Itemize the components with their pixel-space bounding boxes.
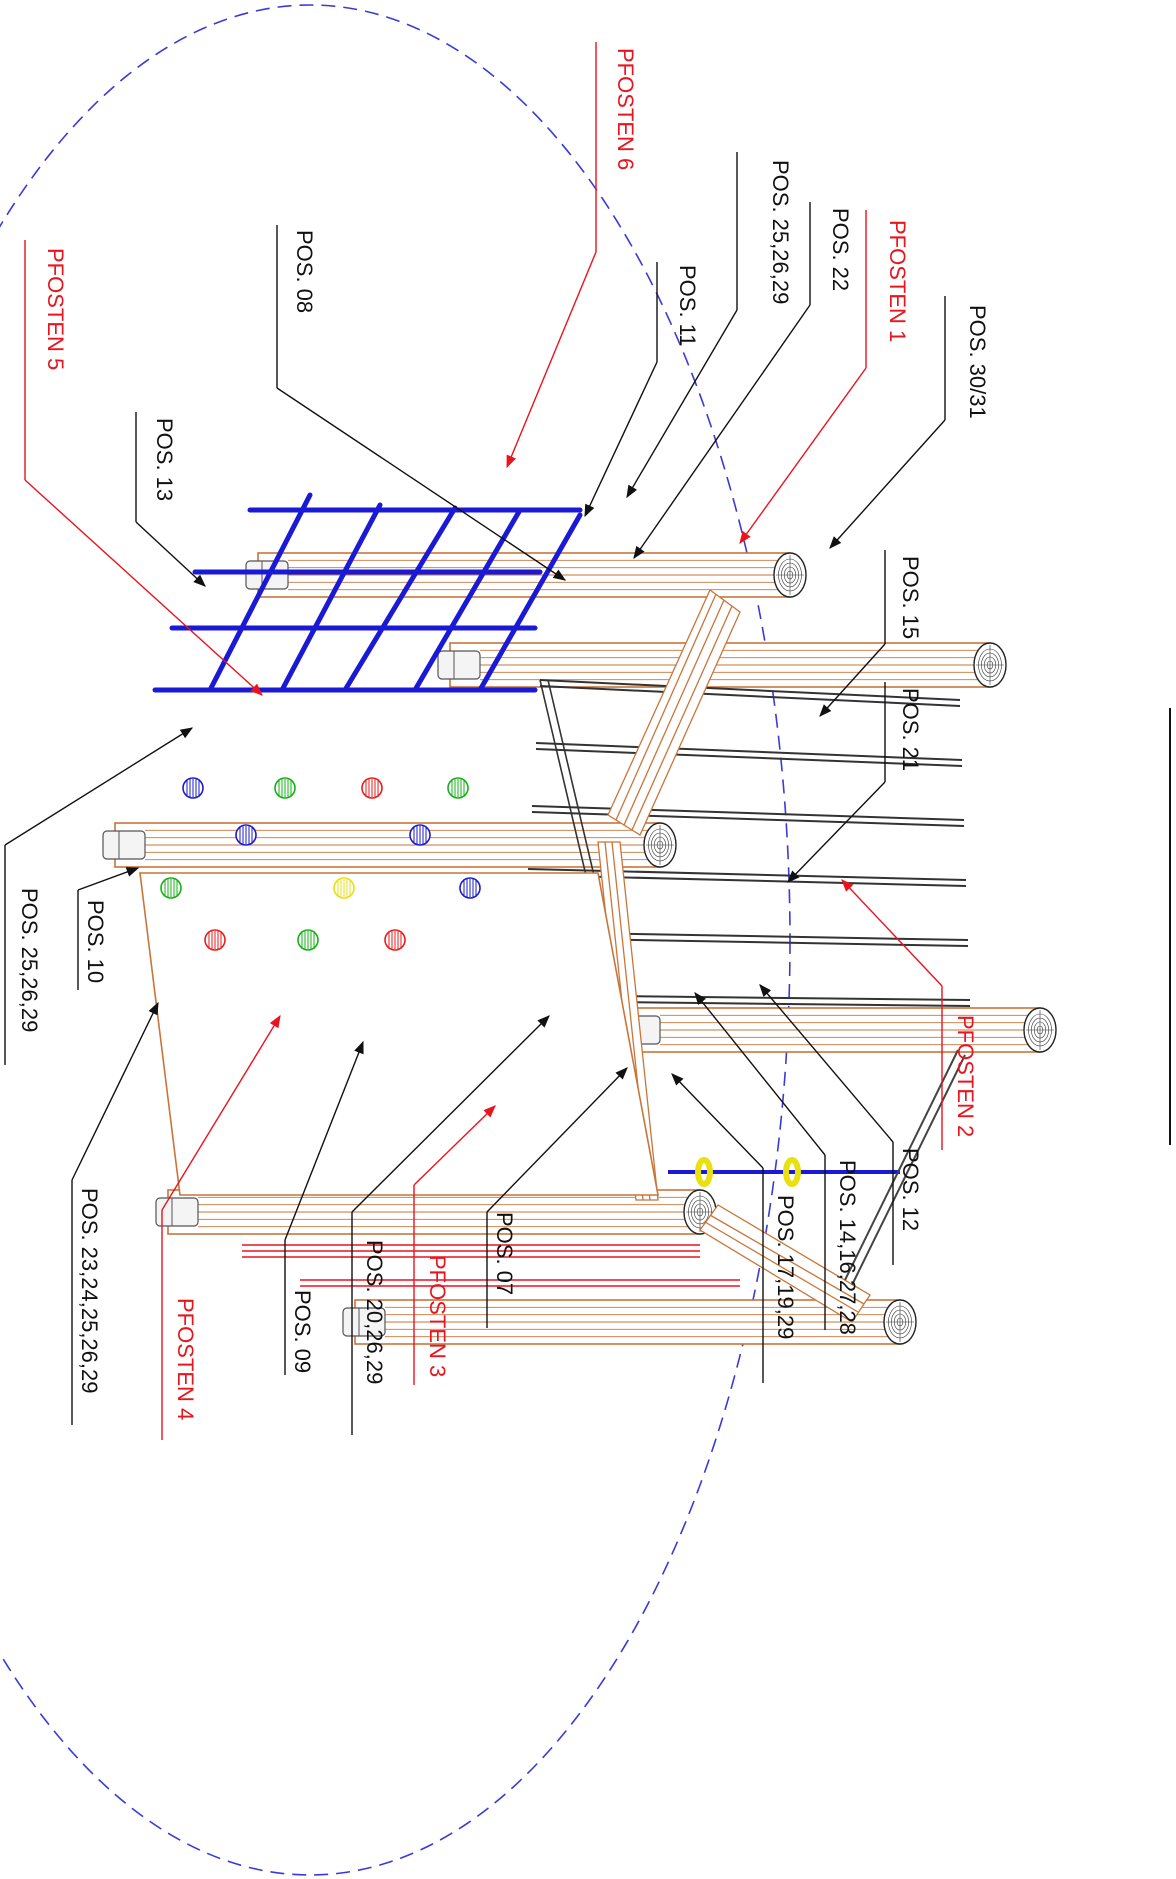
callout-pos-21: POS. 21 (787, 682, 923, 883)
climbing-hold (182, 777, 204, 799)
red-rails (242, 1244, 740, 1287)
ring-yellow (783, 1157, 801, 1187)
callout-pos-20-26-29: POS. 20,26,29 (351, 1015, 550, 1435)
callout-label: POS. 09 (290, 1290, 315, 1373)
callout-label: PFOSTEN 6 (613, 48, 638, 170)
net-rope (412, 507, 523, 693)
climbing-hold (361, 777, 383, 799)
callout-pos-07: POS. 07 (486, 1067, 628, 1328)
callout-pos-11: POS. 11 (584, 262, 700, 518)
callout-label: POS. 25,26,29 (17, 888, 42, 1032)
callout-pos-17-19-29: POS. 17,19,29 (671, 1073, 798, 1383)
post-6 (245, 552, 807, 598)
callout-label: POS. 13 (152, 418, 177, 501)
callout-label: PFOSTEN 3 (425, 1255, 450, 1377)
callout-pos-23-24-25-26-29: POS. 23,24,25,26,29 (71, 1001, 159, 1425)
climbing-hold (409, 824, 431, 846)
climbing-holds (160, 777, 481, 951)
climbing-hold (459, 877, 481, 899)
callout-pos-22: POS. 22 (633, 202, 853, 560)
callout-pfosten-4: PFOSTEN 4 (161, 1014, 281, 1440)
climbing-hold (160, 877, 182, 899)
callout-pfosten-6: PFOSTEN 6 (506, 42, 638, 469)
callout-pfosten-5: PFOSTEN 5 (24, 240, 263, 696)
callout-label: POS. 08 (292, 230, 317, 313)
post-end-cap (973, 642, 1007, 688)
ladder-rung (539, 679, 961, 707)
callout-label: PFOSTEN 1 (885, 220, 910, 342)
post-end-cap (883, 1299, 917, 1345)
callout-pos-25-26-29-left: POS. 25,26,29 (4, 727, 194, 1065)
callout-label: POS. 20,26,29 (362, 1240, 387, 1384)
callout-label: POS. 11 (675, 265, 700, 347)
callout-label: POS. 17,19,29 (773, 1195, 798, 1339)
callout-label: POS. 25,26,29 (768, 160, 793, 304)
post-5 (102, 822, 677, 868)
callout-pfosten-1: PFOSTEN 1 (739, 210, 910, 545)
callout-pfosten-2: PFOSTEN 2 (841, 879, 978, 1150)
callout-label: POS. 10 (83, 900, 108, 983)
callout-label: POS. 07 (492, 1212, 517, 1295)
callout-label: POS. 22 (828, 208, 853, 291)
ladder-rung (535, 742, 963, 767)
post-end-cap (643, 822, 677, 868)
safety-zone-ellipse (0, 4, 791, 1876)
post-end-cap (773, 552, 807, 598)
callout-pos-14-16-27-28: POS. 14,16,27,28 (694, 992, 860, 1335)
post-4 (155, 1189, 717, 1235)
callout-pos-30-31: POS. 30/31 (829, 296, 990, 549)
climbing-hold (447, 777, 469, 799)
callout-label: POS. 30/31 (965, 305, 990, 419)
climbing-hold (297, 929, 319, 951)
callout-label: PFOSTEN 2 (953, 1015, 978, 1137)
climbing-hold (333, 877, 355, 899)
posts (102, 552, 1057, 1345)
callout-label: POS. 23,24,25,26,29 (77, 1188, 102, 1394)
callout-label: POS. 15 (898, 556, 923, 639)
net-rope (279, 502, 383, 693)
ring-yellow (695, 1157, 713, 1187)
callout-pfosten-3: PFOSTEN 3 (413, 1105, 496, 1385)
net-rope (477, 512, 583, 693)
ladder-rung (531, 805, 965, 827)
net-rope (207, 492, 313, 693)
callout-pos-25-26-29-top: POS. 25,26,29 (626, 152, 793, 499)
handle-bar (668, 1157, 900, 1187)
callout-label: POS. 14,16,27,28 (835, 1160, 860, 1335)
post-3 (342, 1299, 917, 1345)
callout-pos-10: POS. 10 (77, 867, 140, 990)
climbing-hold (384, 929, 406, 951)
callout-pos-15: POS. 15 (819, 550, 923, 717)
callout-label: PFOSTEN 4 (173, 1298, 198, 1420)
climbing-hold (274, 777, 296, 799)
post-end-cap (1023, 1007, 1057, 1053)
callout-label: POS. 21 (898, 688, 923, 771)
callout-label: PFOSTEN 5 (43, 248, 68, 370)
ladder-rungs (519, 679, 971, 1021)
callout-pos-08: POS. 08 (276, 225, 567, 581)
post-2 (617, 1007, 1057, 1053)
net-rope (342, 505, 458, 693)
climbing-wall-panel (139, 872, 659, 1196)
callout-label: POS. 12 (898, 1148, 923, 1231)
callout-pos-09: POS. 09 (284, 1040, 364, 1375)
callout-pos-12: POS. 12 (759, 984, 923, 1265)
climbing-hold (235, 824, 257, 846)
climbing-hold (204, 929, 226, 951)
climbing-net (152, 492, 583, 693)
slanted-rail (844, 1049, 966, 1286)
callout-pos-13: POS. 13 (135, 412, 206, 587)
